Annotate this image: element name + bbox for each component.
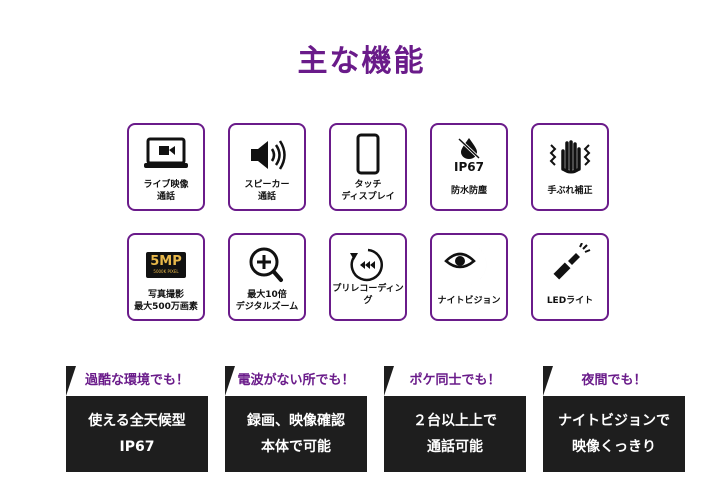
page-title: 主な機能 [297,44,426,79]
highlight-body: 録画、映像確認 本体で可能 [225,396,367,472]
feature-card-speaker: スピーカー 通話 [228,123,306,211]
corner-accent [384,366,394,396]
ip67-icon-text: IP67 [454,160,484,174]
feature-card-touch-display: タッチ ディスプレイ [329,123,407,211]
feature-grid: ライブ映像 通話 スピーカー 通話 タッチ ディスプレイ [127,123,609,323]
highlight-heading: 過酷な環境でも！ [66,366,208,397]
feature-card-prerecording: プリレコーディング [329,233,407,321]
feature-card-stabilization: 手ぶれ補正 [531,123,609,211]
highlight-body: ２台以上上で 通話可能 [384,396,526,472]
5mp-icon-text: 5MP [150,254,182,269]
feature-label: タッチ ディスプレイ [341,180,395,202]
feature-label: 手ぶれ補正 [547,186,593,196]
zoom-plus-icon [230,241,304,289]
feature-card-photo: 5MP 5000K PIXEL 写真撮影 最大500万画素 [127,233,205,321]
highlight-heading: ポケ同士でも！ [384,366,526,397]
stabilization-hand-icon [533,131,607,179]
prerecord-rewind-icon [331,241,405,289]
5mp-icon-subtext: 5000K PIXEL [153,269,179,274]
smartphone-icon [331,131,405,179]
highlight-body: 使える全天候型 IP67 [66,396,208,472]
feature-card-waterproof: IP67 防水防塵 [430,123,508,211]
corner-accent [543,366,553,396]
highlight-card: 過酷な環境でも！ 使える全天候型 IP67 [66,366,208,472]
speaker-icon [230,131,304,179]
highlight-body: ナイトビジョンで 映像くっきり [543,396,685,472]
feature-label: 写真撮影 最大500万画素 [134,290,198,312]
feature-label: 最大10倍 デジタルズーム [235,290,299,312]
feature-label: ナイトビジョン [437,296,501,306]
feature-label: プリレコーディング [332,284,404,306]
feature-label: スピーカー 通話 [244,180,290,202]
feature-card-led-light: LEDライト [531,233,609,321]
feature-card-live-video: ライブ映像 通話 [127,123,205,211]
highlight-heading: 電波がない所でも！ [225,366,367,397]
feature-label: ライブ映像 通話 [143,180,189,202]
flashlight-icon [533,241,607,289]
feature-label: 防水防塵 [450,186,487,196]
highlight-heading: 夜間でも！ [543,366,685,397]
highlight-card: ポケ同士でも！ ２台以上上で 通話可能 [384,366,526,472]
feature-card-night-vision: ナイトビジョン [430,233,508,321]
corner-accent [66,366,76,396]
corner-accent [225,366,235,396]
5mp-icon: 5MP 5000K PIXEL [129,241,203,289]
ip67-waterproof-icon: IP67 [432,131,506,179]
feature-label: LEDライト [546,296,594,306]
feature-card-zoom: 最大10倍 デジタルズーム [228,233,306,321]
highlight-card: 電波がない所でも！ 録画、映像確認 本体で可能 [225,366,367,472]
highlight-card: 夜間でも！ ナイトビジョンで 映像くっきり [543,366,685,472]
night-vision-eye-icon [432,241,506,289]
tablet-video-icon [129,131,203,179]
highlights-row: 過酷な環境でも！ 使える全天候型 IP67 電波がない所でも！ 録画、映像確認 … [66,366,686,472]
